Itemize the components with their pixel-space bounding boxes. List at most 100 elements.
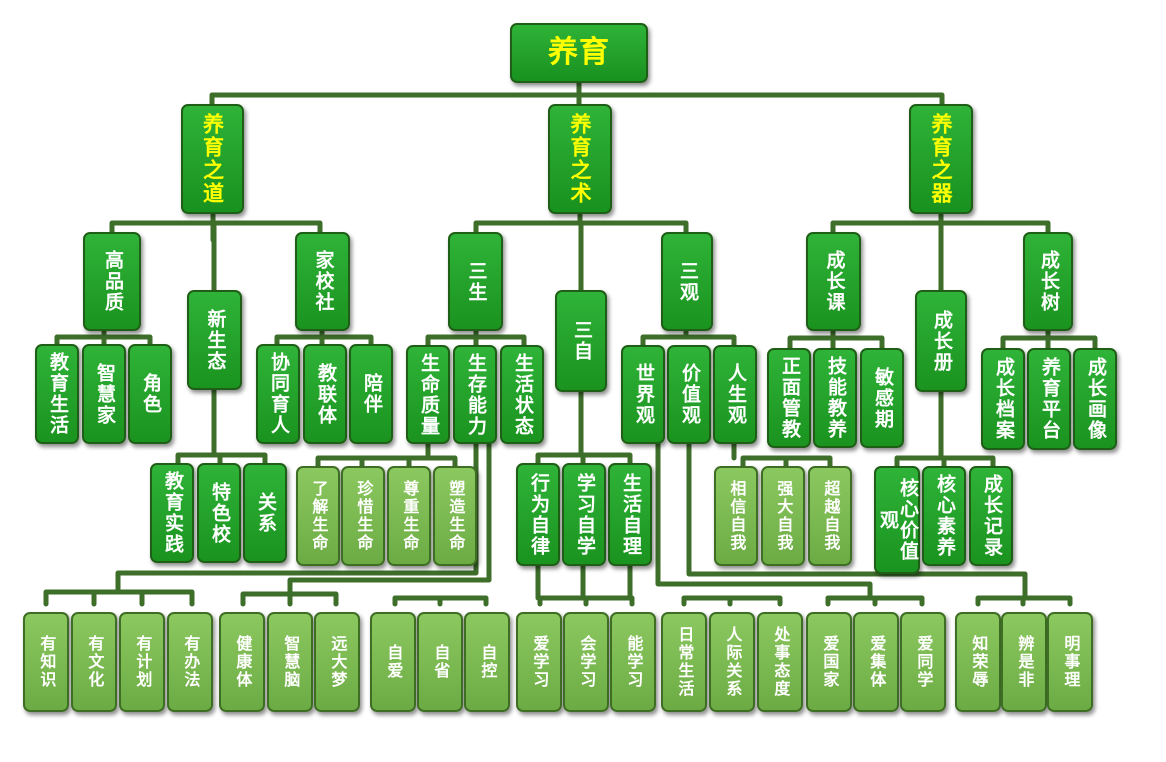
label-jiankangti: 健康体 <box>233 635 253 689</box>
node-jiaxiaoshe: 家校社 <box>295 232 350 331</box>
label-sanzi: 三自 <box>570 320 593 362</box>
label-hexinjiazhiguan: 核心价值观 <box>877 478 919 562</box>
label-xingweizilv: 行为自律 <box>527 472 550 557</box>
node-aijiti: 爱集体 <box>853 612 899 712</box>
label-juese: 角色 <box>139 373 162 415</box>
node-shijieguan: 世界观 <box>621 345 665 444</box>
label-sanguan: 三观 <box>676 260 699 303</box>
label-chaoyueziwo: 超越自我 <box>821 480 841 552</box>
node-zhirongru: 知荣辱 <box>955 612 1001 712</box>
label-zhihuijia: 智慧家 <box>93 362 116 426</box>
root-node: 养育 <box>510 23 648 83</box>
node-zhihuijia: 智慧家 <box>82 344 126 444</box>
label-shengmingzhiliang: 生命质量 <box>417 352 440 437</box>
label-zhenxishengming: 珍惜生命 <box>354 480 374 552</box>
label-shu: 养育之术 <box>568 113 593 205</box>
node-dao: 养育之道 <box>181 104 244 214</box>
node-xinshengtai: 新生态 <box>187 290 242 390</box>
label-jiaoyushijian: 教育实践 <box>161 471 184 555</box>
node-chengzhangshu: 成长树 <box>1023 232 1073 331</box>
label-aiguojia: 爱国家 <box>820 635 840 689</box>
label-zunzhongshengming: 尊重生命 <box>400 480 420 552</box>
label-shijieguan: 世界观 <box>632 363 655 426</box>
label-xiangxiziwo: 相信自我 <box>727 480 747 552</box>
node-guanxi: 关系 <box>243 463 287 563</box>
node-minganqi: 敏感期 <box>860 348 904 448</box>
node-qi: 养育之器 <box>909 104 973 214</box>
label-nengxuexi: 能学习 <box>624 635 644 689</box>
node-sanguan: 三观 <box>661 232 713 331</box>
node-zunzhongshengming: 尊重生命 <box>387 466 431 566</box>
label-qiangdaziwo: 强大自我 <box>774 480 794 552</box>
label-aijiti: 爱集体 <box>867 635 887 689</box>
label-ziai: 自爱 <box>384 644 404 680</box>
node-youzhishi: 有知识 <box>23 612 69 712</box>
label-tesexiao: 特色校 <box>208 481 231 545</box>
label-zhirongru: 知荣辱 <box>969 635 989 689</box>
node-chengzhanghuaxiang: 成长画像 <box>1073 348 1117 450</box>
label-dao: 养育之道 <box>200 113 225 205</box>
node-chaoyueziwo: 超越自我 <box>808 466 852 566</box>
label-sansheng: 三生 <box>465 260 488 303</box>
label-xuexizixue: 学习自学 <box>573 472 596 557</box>
node-shu: 养育之术 <box>548 104 612 214</box>
node-huixuexi: 会学习 <box>563 612 609 712</box>
node-jiaoyushenghuo: 教育生活 <box>35 344 79 444</box>
label-aixuexi: 爱学习 <box>530 635 550 689</box>
node-chengzhangce: 成长册 <box>915 290 967 392</box>
node-shenghuozili: 生活自理 <box>608 463 652 566</box>
label-qi: 养育之器 <box>929 113 954 205</box>
node-chengzhangdangan: 成长档案 <box>981 348 1025 450</box>
node-shengmingzhiliang: 生命质量 <box>406 345 450 444</box>
node-chengzhangjilu: 成长记录 <box>969 466 1013 566</box>
node-jiankangti: 健康体 <box>219 612 265 712</box>
node-aixuexi: 爱学习 <box>516 612 562 712</box>
node-sansheng: 三生 <box>448 232 503 331</box>
node-liaojieshengming: 了解生命 <box>296 466 340 566</box>
node-shengcunnengli: 生存能力 <box>453 345 497 444</box>
node-teseixiao: 特色校 <box>197 463 241 563</box>
node-richangshenghuo: 日常生活 <box>661 612 707 712</box>
label-yangyupingtai: 养育平台 <box>1038 357 1061 441</box>
node-aiguojia: 爱国家 <box>806 612 852 712</box>
node-xietongyuren: 协同育人 <box>256 344 300 444</box>
label-chengzhangshu: 成长树 <box>1037 250 1060 313</box>
label-jiaolianti: 教联体 <box>314 362 337 426</box>
label-hexinsuyang: 核心素养 <box>933 474 956 558</box>
label-shenghuozhuangtai: 生活状态 <box>511 352 534 437</box>
label-chushitaidu: 处事态度 <box>771 626 791 698</box>
label-xinshengtai: 新生态 <box>204 308 227 372</box>
node-qiangdaziwo: 强大自我 <box>761 466 805 566</box>
node-aitongxue: 爱同学 <box>900 612 946 712</box>
node-chengzhangke: 成长课 <box>806 232 861 331</box>
label-aitongxue: 爱同学 <box>914 635 934 689</box>
label-jiaxiaoshe: 家校社 <box>312 250 335 313</box>
label-xietongyuren: 协同育人 <box>267 352 290 436</box>
label-zhihuinao: 智慧脑 <box>281 635 301 689</box>
node-renshengguan: 人生观 <box>713 345 757 444</box>
node-bianshifei: 辨是非 <box>1001 612 1047 712</box>
node-hexinsuyang: 核心素养 <box>922 466 966 566</box>
node-hexinjiazhiguan: 核心价值观 <box>874 466 920 574</box>
label-jinengjiaoyang: 技能教养 <box>824 356 847 440</box>
label-shenghuozili: 生活自理 <box>619 472 642 557</box>
label-chengzhangce: 成长册 <box>930 309 953 373</box>
node-zhihuinao: 智慧脑 <box>267 612 313 712</box>
label-chengzhanghuaxiang: 成长画像 <box>1084 357 1107 441</box>
node-renjiguanxi: 人际关系 <box>709 612 755 712</box>
node-yangyupingtai: 养育平台 <box>1027 348 1071 450</box>
label-shengcunnengli: 生存能力 <box>464 352 487 437</box>
label-jiazhiguan: 价值观 <box>678 363 701 426</box>
label-guanxi: 关系 <box>254 492 277 534</box>
node-zikong: 自控 <box>464 612 510 712</box>
node-yuandameng: 远大梦 <box>314 612 360 712</box>
node-shenghuozhuangtai: 生活状态 <box>500 345 544 444</box>
label-minganqi: 敏感期 <box>871 366 894 430</box>
node-zixing: 自省 <box>417 612 463 712</box>
node-zhengmianguanjiao: 正面管教 <box>767 348 811 448</box>
label-renjiguanxi: 人际关系 <box>723 626 743 698</box>
node-xiangxiziwo: 相信自我 <box>714 466 758 566</box>
node-nengxuexi: 能学习 <box>610 612 656 712</box>
label-zhengmianguanjiao: 正面管教 <box>778 356 801 440</box>
label-richangshenghuo: 日常生活 <box>675 626 695 698</box>
